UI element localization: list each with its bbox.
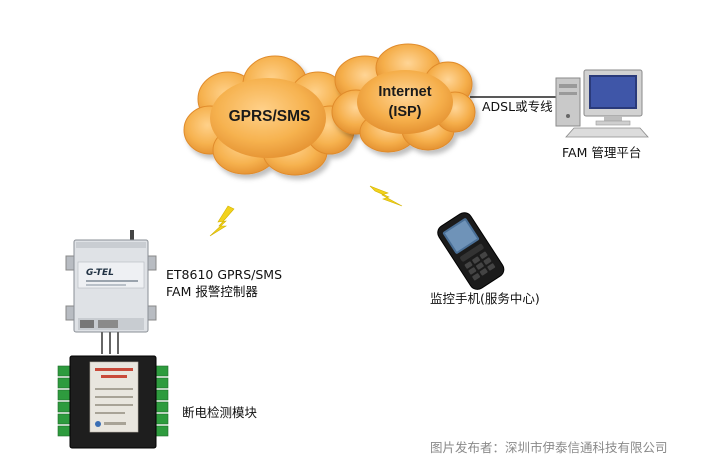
controller-label-line2: FAM 报警控制器 <box>166 284 258 299</box>
publisher-caption: 图片发布者：深圳市伊泰信通科技有限公司 <box>430 440 668 455</box>
adsl-link-label: ADSL或专线 <box>482 99 553 114</box>
internet-label-line1: Internet <box>378 84 432 100</box>
internet-label-line2: (ISP) <box>388 104 422 120</box>
gprs-sms-label: GPRS/SMS <box>228 108 311 125</box>
controller-label: ET8610 GPRS/SMS FAM 报警控制器 <box>166 266 282 300</box>
internet-label: Internet (ISP) <box>360 82 450 122</box>
power-module-label: 断电检测模块 <box>182 405 258 420</box>
svg-text:G-TEL: G-TEL <box>86 268 114 278</box>
mobile-label: 监控手机(服务中心) <box>430 291 540 306</box>
controller-label-line1: ET8610 GPRS/SMS <box>166 267 283 282</box>
fam-platform-label: FAM 管理平台 <box>562 145 642 160</box>
